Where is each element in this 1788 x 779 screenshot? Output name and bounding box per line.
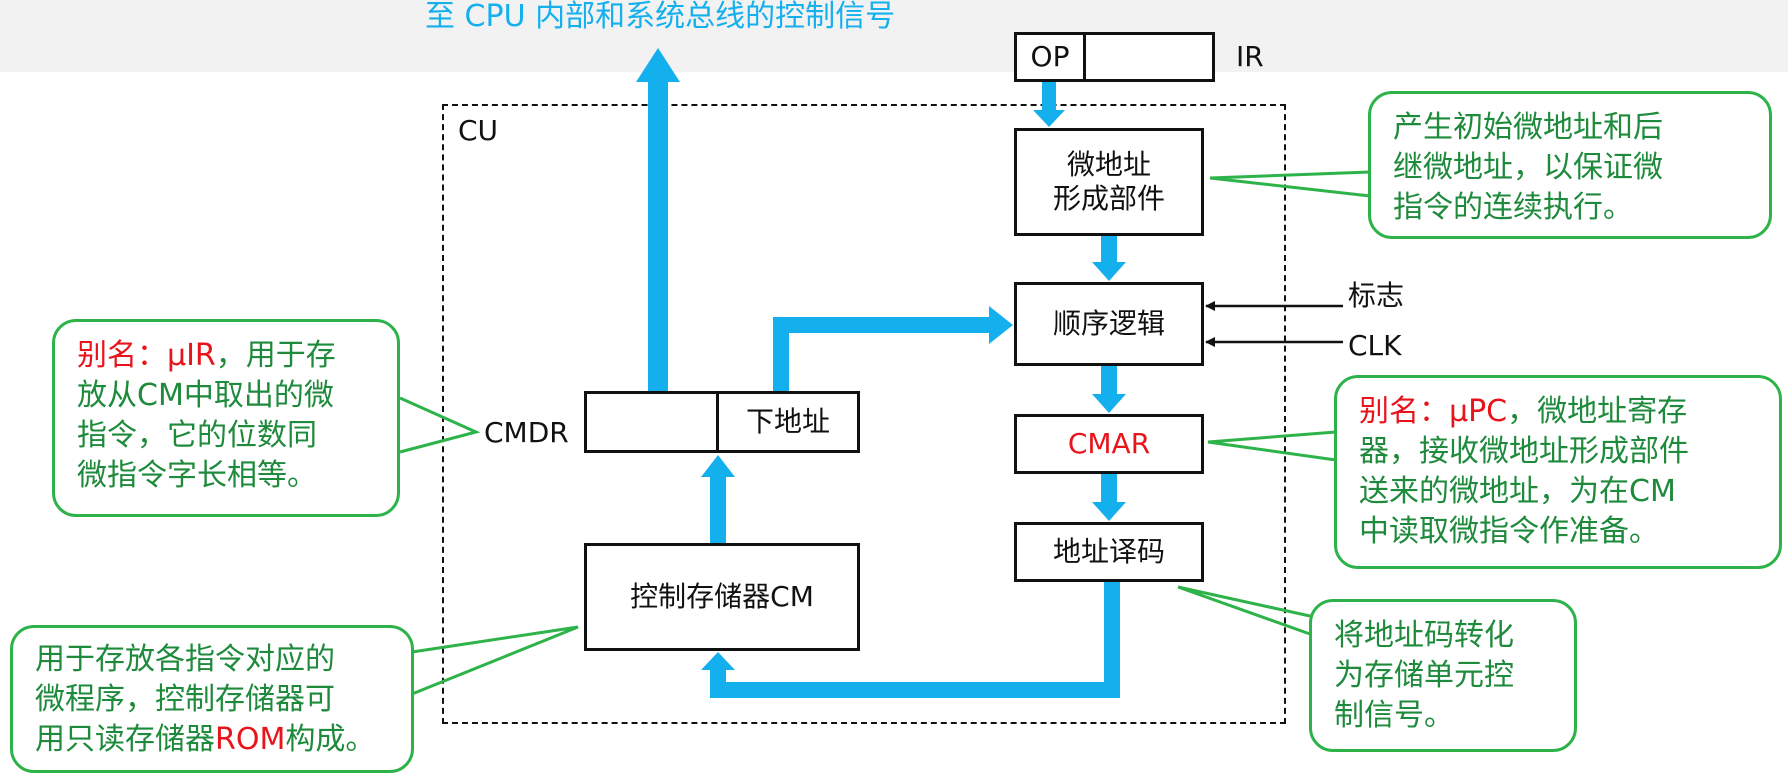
cmar-callout-pointer — [1207, 430, 1337, 462]
cmar-block: CMAR — [1014, 414, 1204, 474]
decoder-to-cm-arrow — [701, 582, 1120, 698]
cm-callout-line3-prefix: 用只读存储器 — [35, 722, 215, 757]
op-to-generator-arrow — [1033, 82, 1065, 127]
header-band — [0, 0, 1788, 72]
micro-addr-callout-line: 产生初始微地址和后 — [1393, 110, 1663, 145]
cmar-callout: 别名：μPC，微地址寄存 器，接收微地址形成部件 送来的微地址，为在CM 中读取… — [1334, 375, 1782, 569]
micro-address-generator-line2: 形成部件 — [1052, 182, 1165, 215]
micro-addr-generator-callout: 产生初始微地址和后 继微地址，以保证微 指令的连续执行。 — [1368, 91, 1772, 239]
ir-rest-field — [1083, 32, 1215, 82]
cm-callout-line: 用于存放各指令对应的 — [35, 642, 335, 677]
cmdr-callout-line1: 别名：μIR，用于存 — [77, 336, 375, 376]
cmdr-label: CMDR — [484, 416, 569, 449]
next-address-to-sequence-arrow — [773, 306, 1013, 391]
cmdr-callout-line1-rest: ，用于存 — [215, 338, 336, 373]
flag-input-label: 标志 — [1348, 279, 1405, 312]
cmdr-callout-line: 放从CM中取出的微 — [77, 378, 334, 413]
cmdr-callout-pointer — [399, 396, 481, 454]
cmdr-alias: 别名：μIR — [77, 338, 216, 373]
ir-label: IR — [1236, 40, 1264, 73]
cm-callout-line3: 用只读存储器ROM构成。 — [35, 720, 389, 760]
cmdr-callout: 别名：μIR，用于存 放从CM中取出的微 指令，它的位数同 微指令字长相等。 — [52, 319, 400, 517]
cmdr-callout-line: 指令，它的位数同 — [77, 418, 317, 453]
cm-callout-pointer — [411, 625, 579, 696]
decoder-callout-line: 为存储单元控 — [1334, 658, 1514, 693]
cmar-alias: 别名：μPC — [1359, 394, 1508, 429]
cm-callout: 用于存放各指令对应的 微程序，控制存储器可 用只读存储器ROM构成。 — [10, 625, 414, 773]
sequence-logic: 顺序逻辑 — [1014, 282, 1204, 366]
cmdr-next-address-field: 下地址 — [716, 391, 860, 453]
cmar-to-decoder-arrow — [1092, 474, 1126, 521]
decoder-callout-pointer — [1177, 585, 1311, 636]
cmar-callout-line: 中读取微指令作准备。 — [1359, 514, 1659, 549]
rom-highlight: ROM — [215, 722, 286, 757]
top-control-signal-label: 至 CPU 内部和系统总线的控制信号 — [425, 0, 896, 34]
cm-to-cmdr-arrow — [701, 455, 735, 543]
address-decoder: 地址译码 — [1014, 522, 1204, 582]
cm-callout-line3-suffix: 构成。 — [285, 722, 376, 757]
cmar-callout-line1: 别名：μPC，微地址寄存 — [1359, 392, 1757, 432]
micro-addr-callout-line: 继微地址，以保证微 — [1393, 150, 1663, 185]
decoder-callout: 将地址码转化 为存储单元控 制信号。 — [1309, 599, 1577, 752]
cmar-callout-line1-rest: ，微地址寄存 — [1507, 394, 1688, 429]
generator-to-sequence-arrow — [1092, 236, 1126, 281]
cmar-callout-line: 器，接收微地址形成部件 — [1359, 434, 1689, 469]
cu-frame — [442, 104, 1286, 724]
decoder-callout-line: 制信号。 — [1334, 698, 1454, 733]
micro-addr-callout-pointer — [1209, 170, 1371, 198]
control-memory-cm: 控制存储器CM — [584, 543, 860, 651]
sequence-to-cmar-arrow — [1092, 366, 1126, 413]
clk-input-label: CLK — [1348, 329, 1402, 362]
cu-label: CU — [458, 114, 499, 147]
micro-addr-callout-line: 指令的连续执行。 — [1393, 190, 1633, 225]
cmdr-callout-line: 微指令字长相等。 — [77, 458, 317, 493]
cm-callout-line: 微程序，控制存储器可 — [35, 682, 335, 717]
micro-address-generator: 微地址 形成部件 — [1014, 128, 1204, 236]
micro-address-generator-line1: 微地址 — [1066, 148, 1151, 181]
decoder-callout-line: 将地址码转化 — [1334, 618, 1514, 653]
control-signal-output-arrow — [636, 48, 680, 391]
cmar-callout-line: 送来的微地址，为在CM — [1359, 474, 1676, 509]
